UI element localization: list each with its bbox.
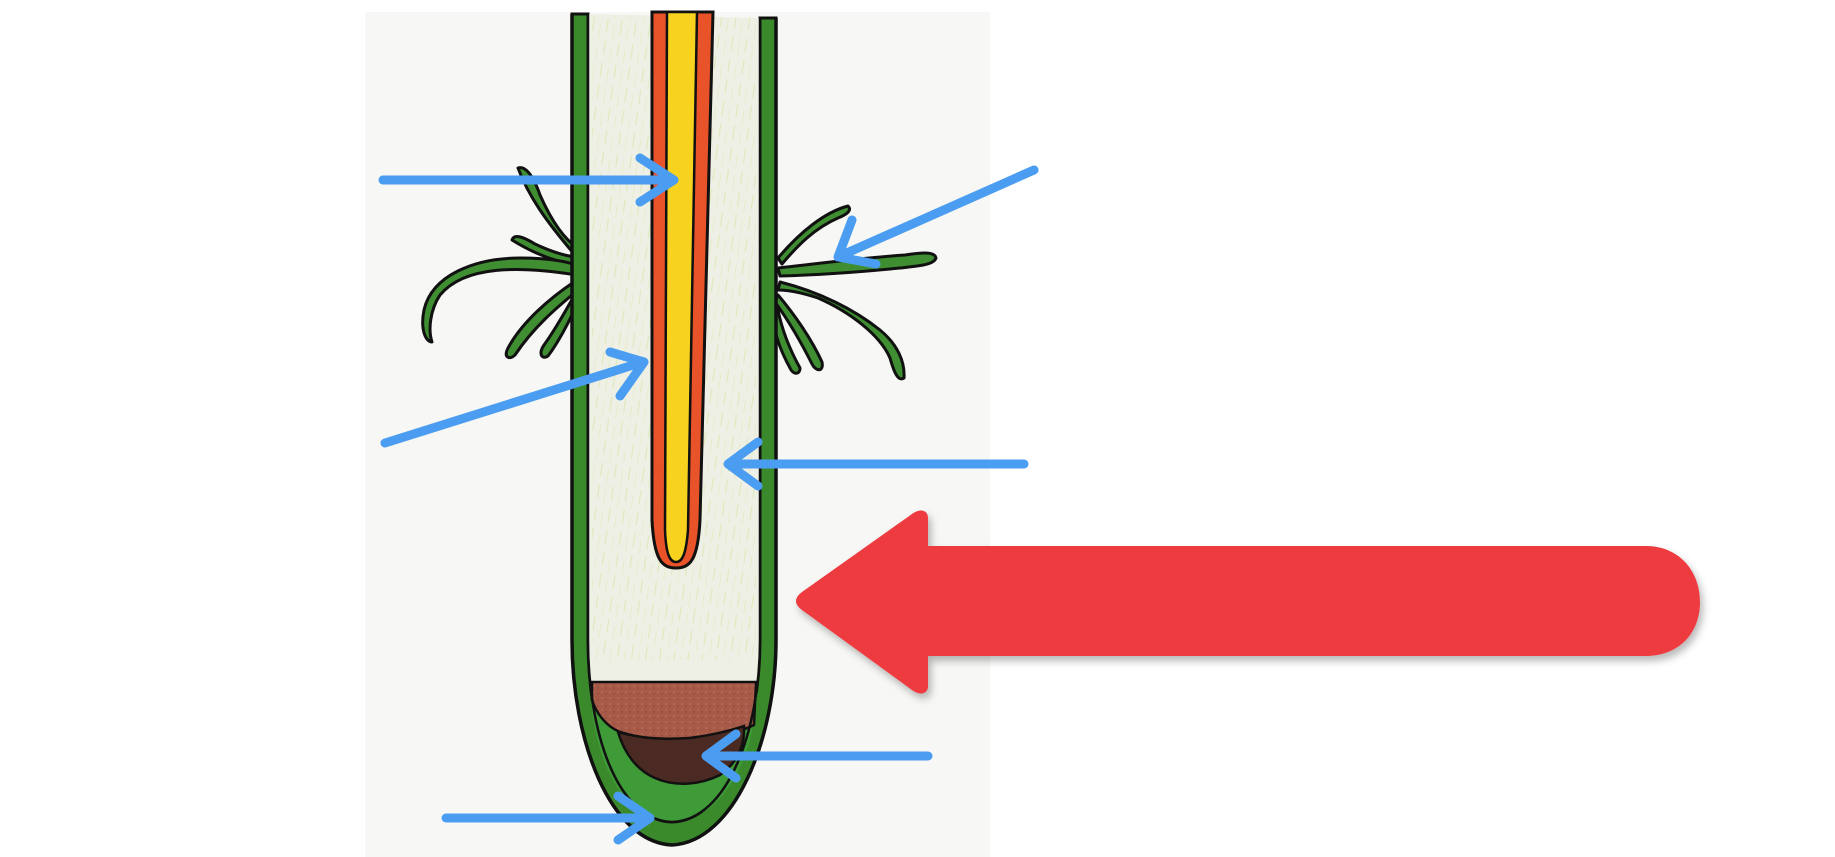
root-hair [776,204,852,266]
root-hair [776,280,906,381]
arrow-upper-left [378,153,679,207]
arrow-lower-left [441,791,655,845]
arrow-middle-right [723,437,1029,491]
root-outline [570,14,778,847]
arrow-lower-right [701,729,933,783]
arrow-upper-right [833,165,1039,269]
xylem [663,10,699,564]
arrow-middle-left [380,347,649,448]
root-hair [421,256,580,344]
root-hairs-left [421,166,581,360]
root-hair [504,280,580,360]
big-red-arrow [796,510,1700,694]
root-inner-outline [586,14,762,824]
root-hair [516,166,580,257]
root-hair [510,235,578,267]
root-hair [773,293,824,372]
root-hair [539,294,581,359]
label-arrows [378,153,1039,845]
